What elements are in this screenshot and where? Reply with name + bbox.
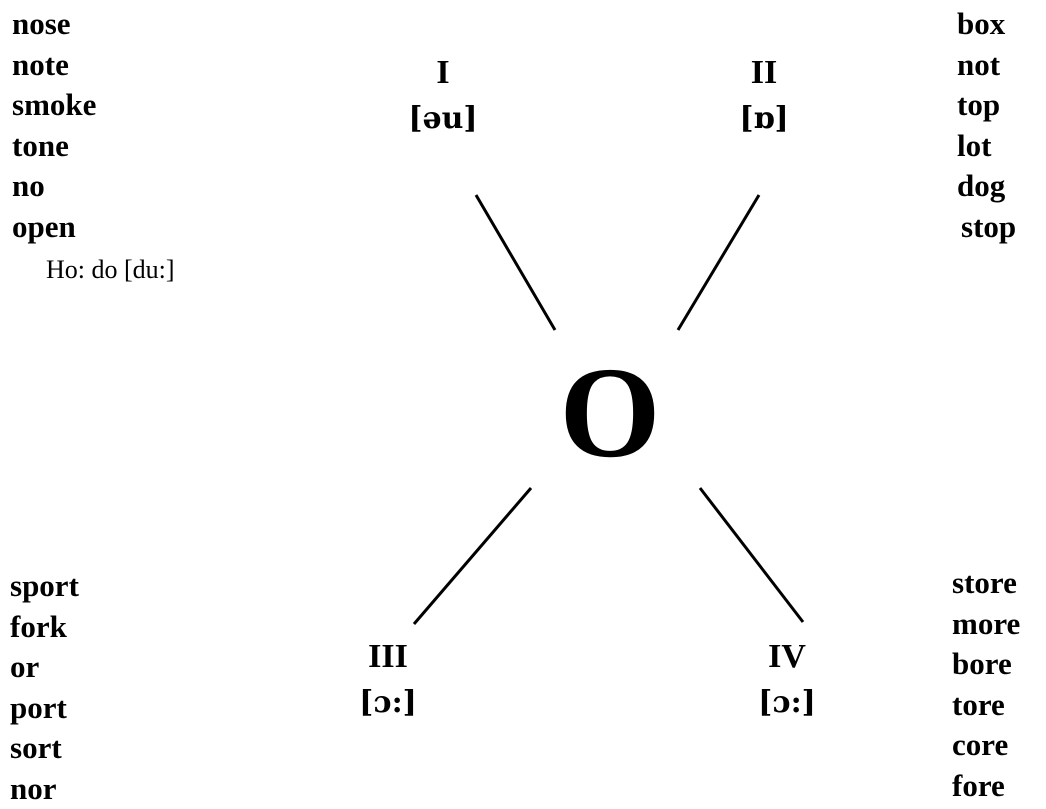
connector-line-top-left: [476, 195, 555, 330]
center-letter: O: [530, 338, 690, 488]
connector-line-bottom-right: [700, 488, 803, 622]
connector-line-top-right: [678, 195, 759, 330]
connector-line-bottom-left: [414, 488, 531, 624]
